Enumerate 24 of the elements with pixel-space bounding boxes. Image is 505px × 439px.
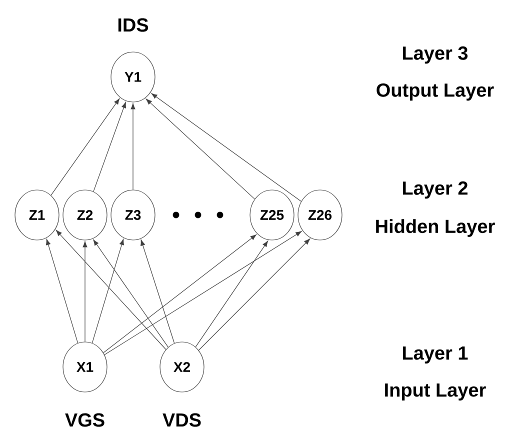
layer-label: Input Layer — [385, 384, 486, 400]
arrow — [198, 238, 310, 351]
layer-label: Layer 2 — [403, 181, 468, 199]
layer-label: Layer 3 — [403, 46, 468, 64]
arrow — [46, 238, 78, 344]
arrow — [93, 240, 168, 348]
arrow — [195, 240, 268, 348]
arrow — [92, 238, 124, 344]
arrow — [93, 102, 126, 192]
arrow — [56, 230, 166, 350]
arrow — [130, 103, 136, 190]
node-caption: VDS — [162, 413, 201, 427]
arrow — [50, 98, 120, 196]
arrow — [151, 93, 302, 202]
arrow — [140, 240, 175, 344]
arrow — [146, 98, 255, 200]
arrow — [103, 234, 256, 354]
layer-label: Hidden Layer — [376, 219, 495, 237]
layer-label: Output Layer — [376, 83, 494, 101]
node-caption: IDS — [118, 18, 148, 32]
layer-label: Layer 1 — [403, 346, 468, 364]
arrow — [82, 241, 88, 342]
node-caption: VGS — [65, 413, 104, 427]
arrow — [104, 231, 302, 356]
